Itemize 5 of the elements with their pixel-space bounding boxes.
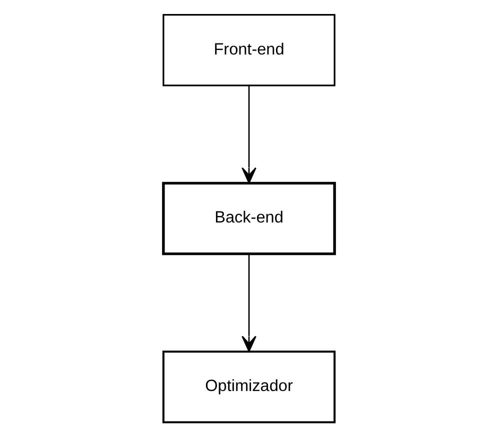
node-box: Optimizador — [162, 350, 336, 423]
node-box: Front-end — [162, 13, 336, 86]
arrow — [242, 85, 256, 184]
arrow — [242, 254, 256, 352]
node-box: Back-end — [162, 181, 336, 255]
